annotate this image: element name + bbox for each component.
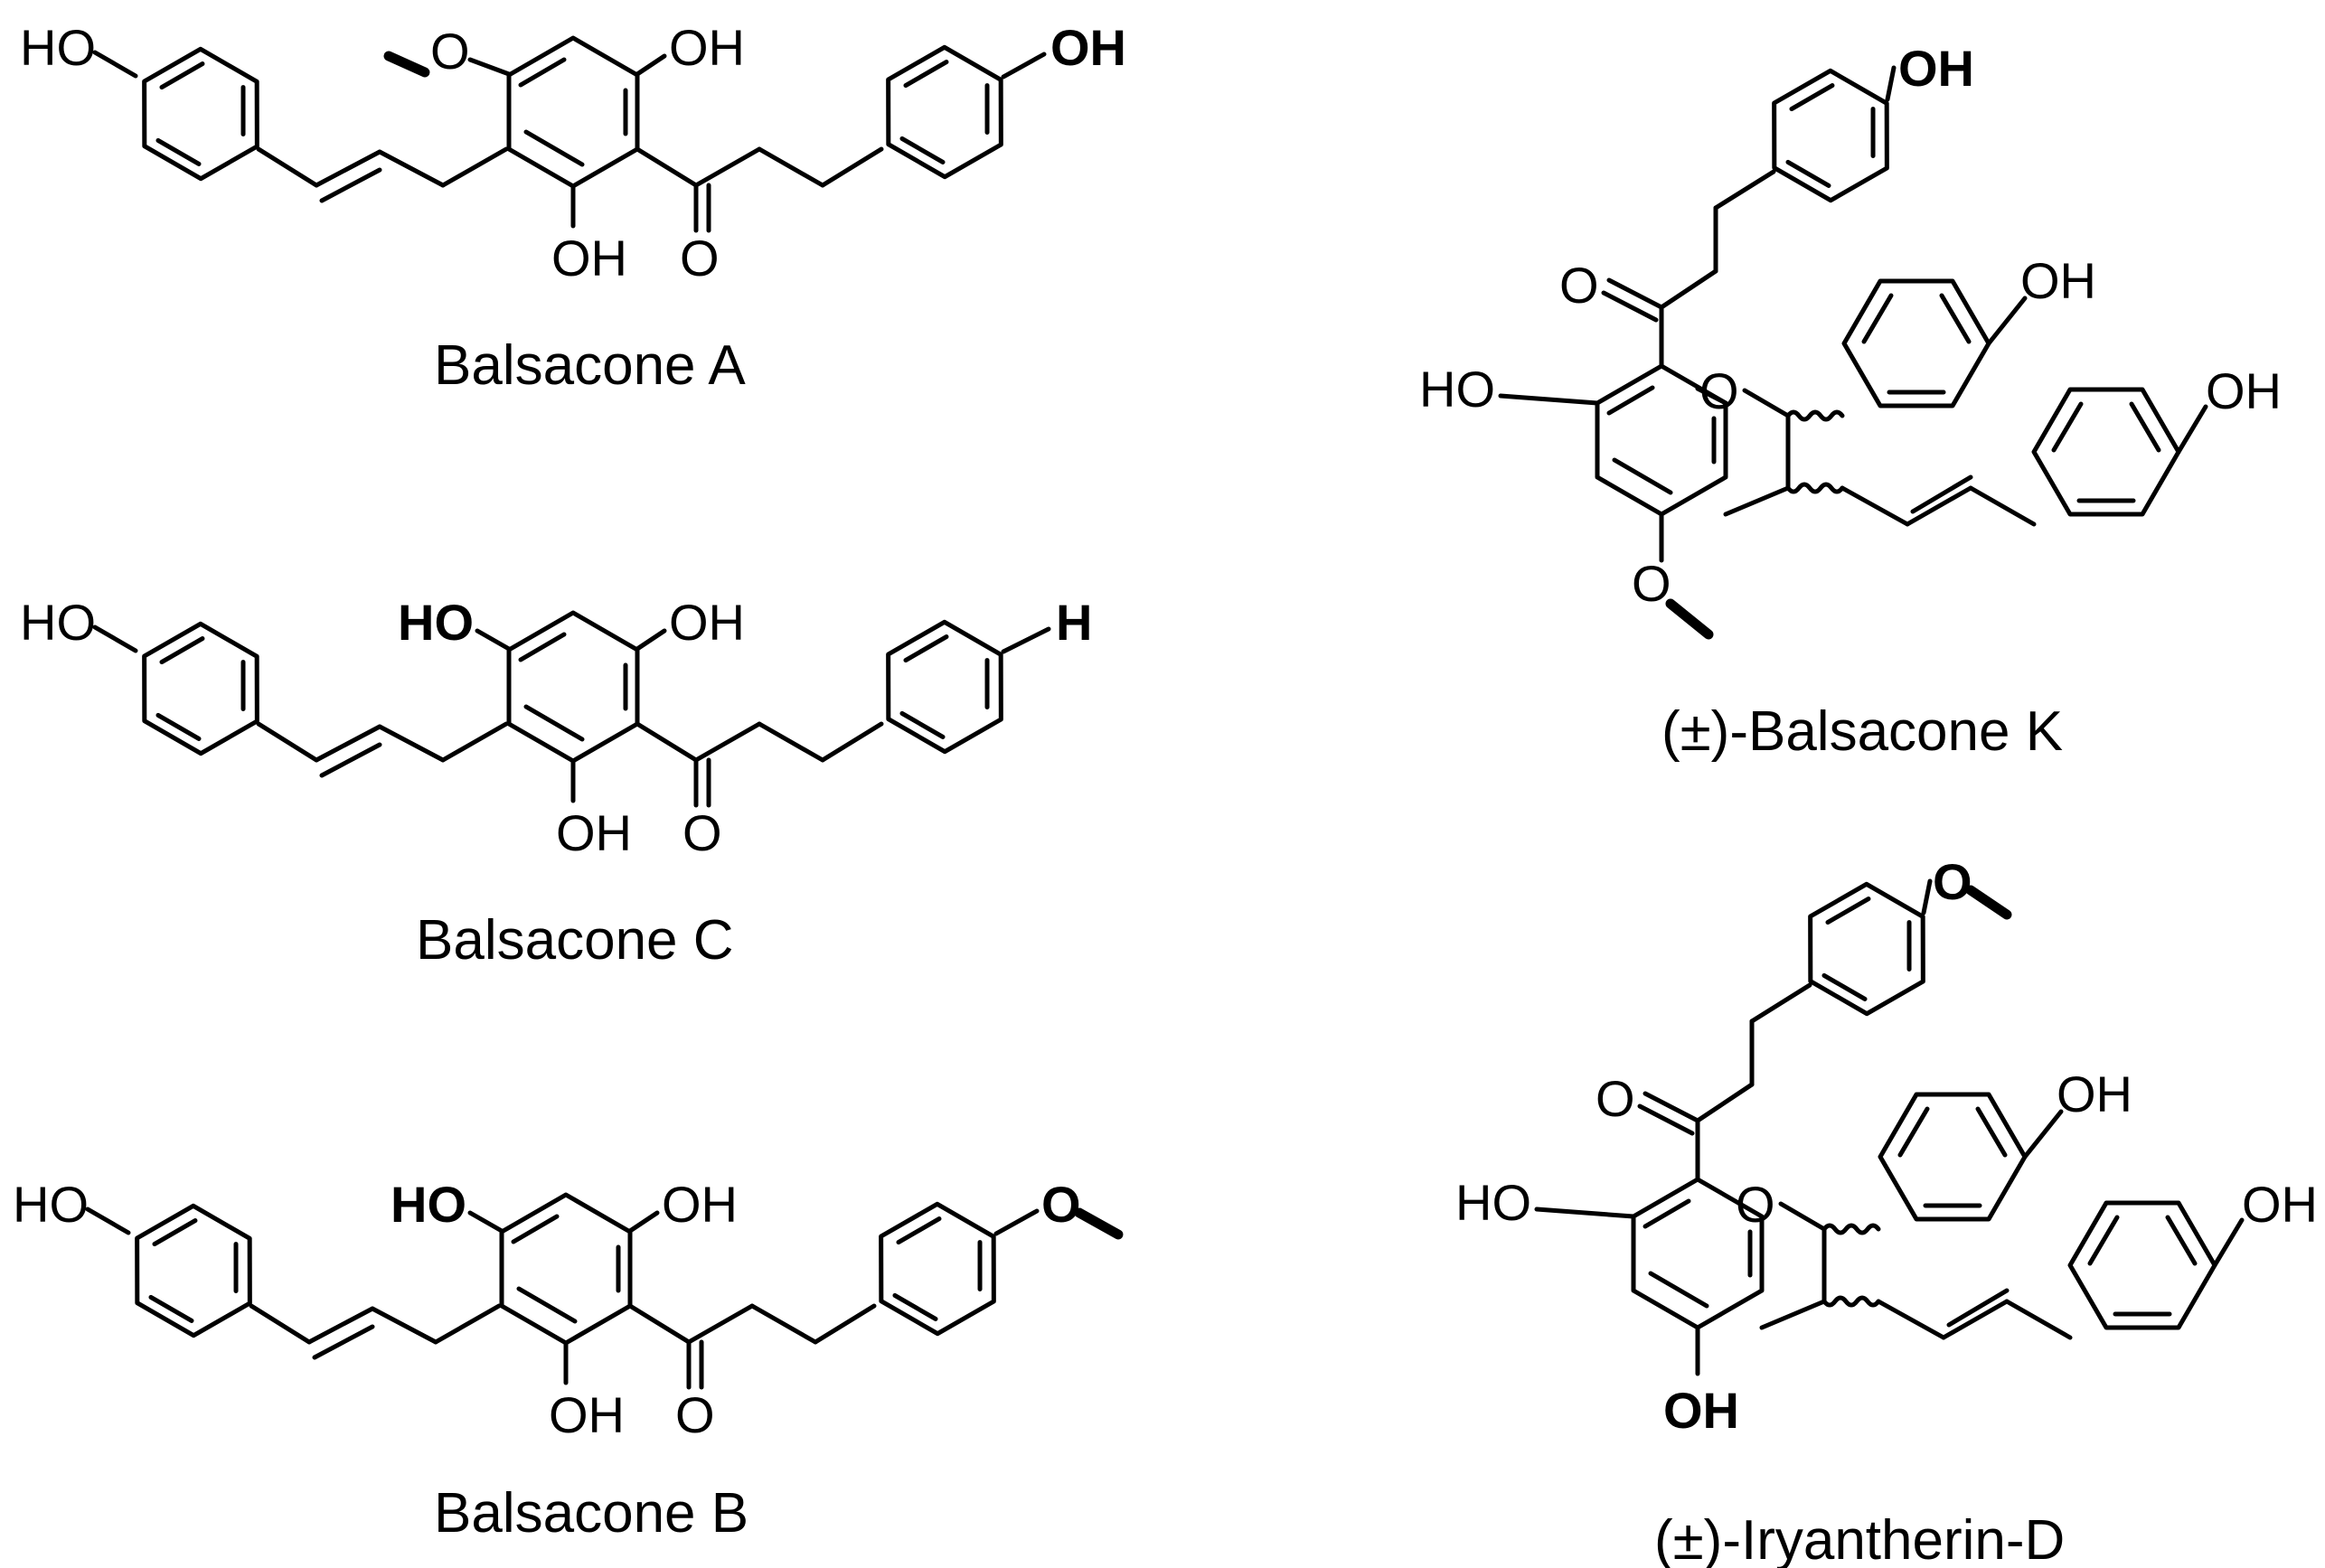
- hydroxyl-label: HO: [20, 19, 96, 76]
- hydroxyl-label: HO: [1455, 1174, 1531, 1231]
- hydroxyl-label: OH: [1663, 1382, 1739, 1439]
- hydroxyl-label: OH: [1898, 40, 1974, 97]
- methoxy-oxygen-label: O: [430, 23, 470, 80]
- hydroxyl-label: OH: [1050, 19, 1126, 76]
- hydroxyl-label: OH: [669, 594, 745, 651]
- compound-balsacone-a: HO O OH OH O OH Balsacone A: [20, 19, 1126, 397]
- carbonyl-oxygen-label: O: [1559, 257, 1599, 314]
- methoxy-oxygen-label: O: [1041, 1176, 1081, 1233]
- carbonyl-oxygen-label: O: [682, 804, 722, 861]
- compound-name: Balsacone C: [416, 909, 734, 972]
- compound-balsacone-k: OH O HO O O OH OH (±)-Balsacone: [1419, 40, 2282, 763]
- methoxy-oxygen-label: O: [1933, 853, 1972, 910]
- hydroxyl-label: OH: [556, 804, 632, 861]
- hydroxyl-label: HO: [20, 594, 96, 651]
- compound-iryantherin-d: O O HO O OH OH OH (±)-Iryantherin-D: [1455, 853, 2318, 1568]
- ring-oxygen-label: O: [1736, 1176, 1775, 1233]
- hydroxyl-label: OH: [549, 1386, 625, 1443]
- carbonyl-oxygen-label: O: [680, 230, 720, 286]
- compound-name: (±)-Balsacone K: [1661, 700, 2063, 763]
- compound-balsacone-b: HO HO OH OH O O Balsacone B: [13, 1176, 1124, 1545]
- hydroxyl-label: HO: [13, 1176, 89, 1233]
- compound-balsacone-c: HO HO OH OH O H Balsacone C: [20, 594, 1092, 972]
- hydroxyl-label: OH: [2242, 1176, 2318, 1233]
- compound-name: (±)-Iryantherin-D: [1654, 1509, 2065, 1568]
- hydroxyl-label: HO: [1419, 361, 1495, 418]
- hydrogen-label: H: [1056, 594, 1092, 651]
- hydroxyl-label: HO: [398, 594, 474, 651]
- hydroxyl-label: HO: [391, 1176, 466, 1233]
- compound-name: Balsacone A: [434, 334, 746, 397]
- hydroxyl-label: OH: [669, 19, 745, 76]
- methoxy-oxygen-label: O: [1632, 555, 1671, 612]
- hydroxyl-label: OH: [2020, 252, 2096, 309]
- compound-name: Balsacone B: [434, 1482, 748, 1545]
- hydroxyl-label: OH: [2057, 1066, 2132, 1122]
- carbonyl-oxygen-label: O: [1595, 1070, 1635, 1127]
- hydroxyl-label: OH: [662, 1176, 738, 1233]
- carbonyl-oxygen-label: O: [675, 1386, 715, 1443]
- hydroxyl-label: OH: [2206, 362, 2282, 419]
- hydroxyl-label: OH: [551, 230, 627, 286]
